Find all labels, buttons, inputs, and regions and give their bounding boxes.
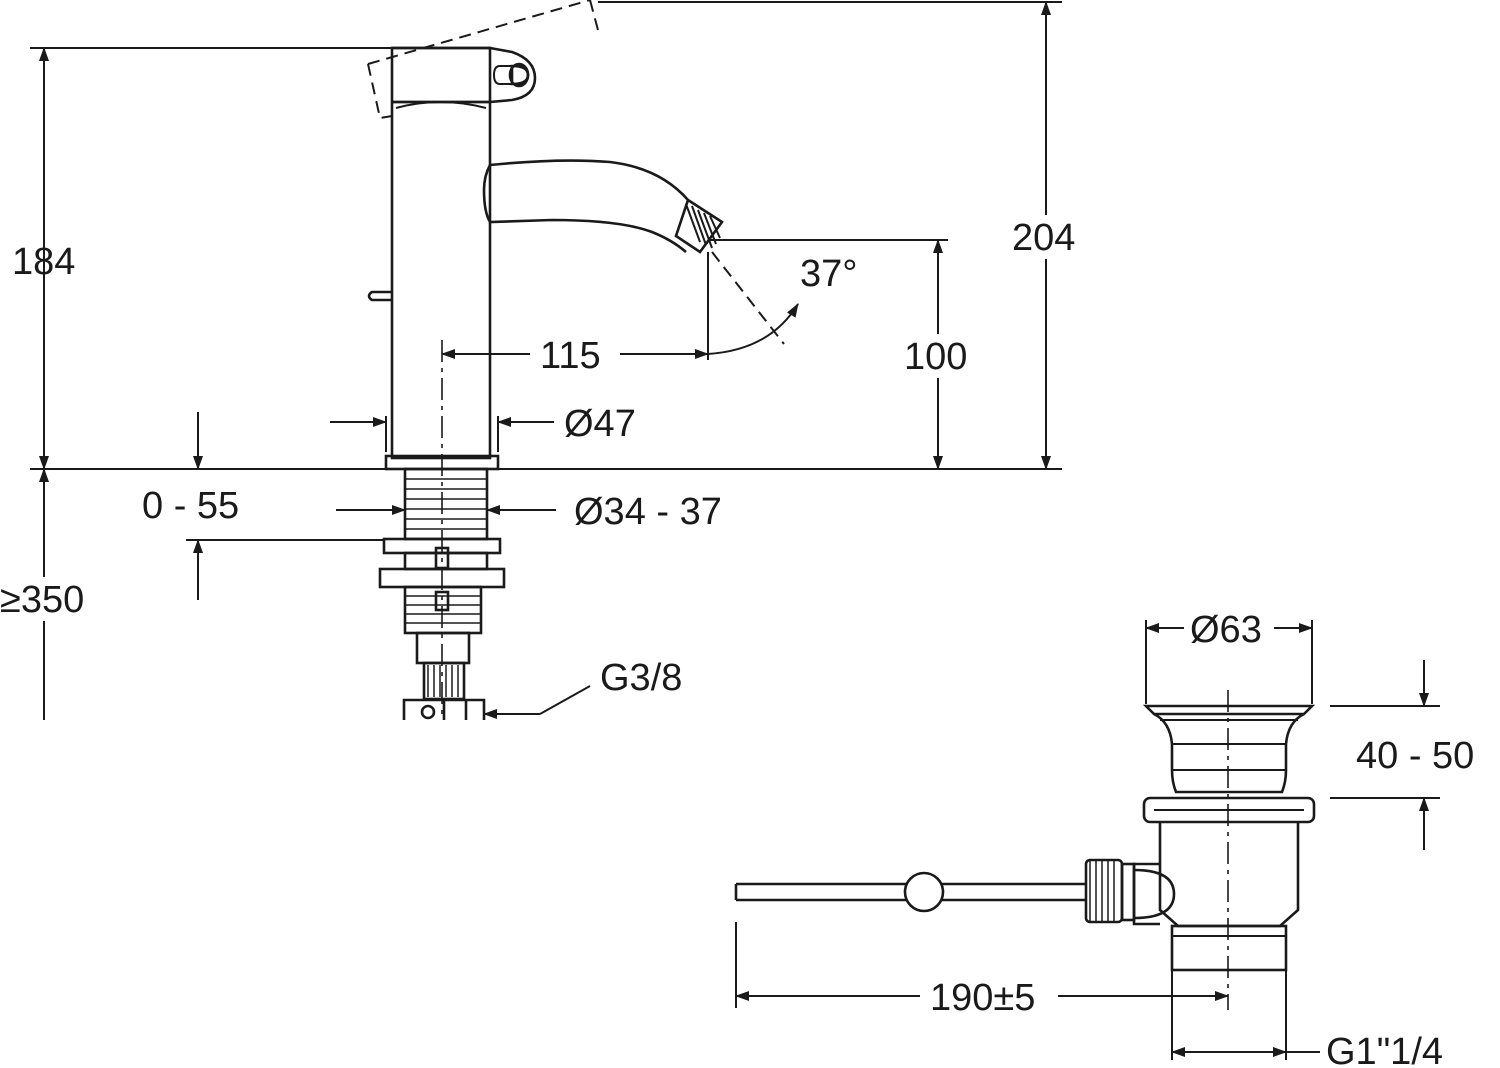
dim-hole-diameter: Ø34 - 37 xyxy=(574,491,722,533)
dim-height-total: 204 xyxy=(1012,217,1075,259)
dim-height-range: 40 - 50 xyxy=(1356,735,1474,777)
dim-spout-reach: 115 xyxy=(540,335,601,377)
dim-spout-height: 100 xyxy=(904,336,967,378)
dim-rod-length: 190±5 xyxy=(930,977,1035,1019)
dim-cap-diameter: Ø63 xyxy=(1190,609,1262,651)
faucet-drawing xyxy=(367,0,724,720)
dim-deck-thickness: 0 - 55 xyxy=(142,485,239,527)
drain-dimensions: Ø63 40 - 50 190±5 G1"1/4 xyxy=(735,609,1490,1068)
faucet-dimensions: 184 204 100 115 37° Ø47 0 - 55 Ø34 xyxy=(0,1,1084,720)
dim-height-body: 184 xyxy=(12,241,75,283)
dim-min-clearance: ≥350 xyxy=(0,579,84,621)
dim-connection: G3/8 xyxy=(600,657,682,699)
dim-thread: G1"1/4 xyxy=(1326,1031,1443,1068)
dim-body-diameter: Ø47 xyxy=(564,403,636,445)
dim-spout-angle: 37° xyxy=(800,253,857,295)
drain-drawing xyxy=(734,690,1316,1010)
